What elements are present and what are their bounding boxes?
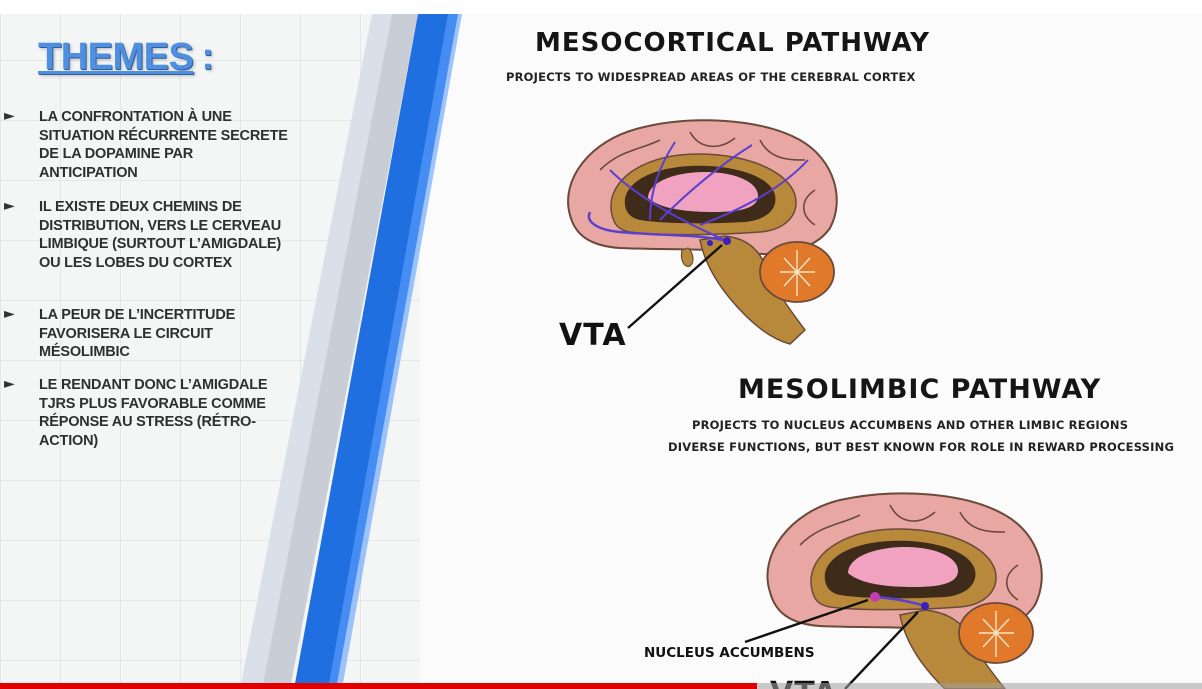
bullet-text: La peur de l’incertitude favorisera le c… (39, 307, 236, 360)
mesocortical-title: MESOCORTICAL PATHWAY (535, 28, 930, 58)
triangle-right-icon: ► (4, 198, 15, 214)
mesolimbic-title: MESOLIMBIC PATHWAY (738, 374, 1102, 405)
bullet-text: Il existe deux chemins de distribution, … (39, 199, 282, 271)
video-progress-fill (0, 683, 758, 689)
nucleus-accumbens-label: NUCLEUS ACCUMBENS (644, 645, 815, 661)
triangle-right-icon: ► (4, 306, 15, 322)
video-progress-bar[interactable] (0, 683, 1202, 689)
bullet-text: La confrontation à une situation récurre… (39, 109, 288, 181)
themes-title-text: THEMES (38, 36, 194, 78)
mesocortical-vta-label: VTA (559, 318, 627, 353)
themes-title: THEMES: (38, 36, 214, 79)
mesolimbic-subtitle-2: DIVERSE FUNCTIONS, BUT BEST KNOWN FOR RO… (668, 440, 1175, 454)
bullet-text: Le rendant donc l’amigdale tjrs plus fav… (39, 377, 268, 449)
top-strip (0, 0, 1202, 14)
triangle-right-icon: ► (4, 376, 15, 392)
triangle-right-icon: ► (4, 108, 15, 124)
mesolimbic-subtitle-1: PROJECTS TO NUCLEUS ACCUMBENS AND OTHER … (692, 418, 1129, 432)
themes-title-colon: : (201, 36, 214, 78)
mesocortical-subtitle: PROJECTS TO WIDESPREAD AREAS OF THE CERE… (506, 70, 916, 84)
